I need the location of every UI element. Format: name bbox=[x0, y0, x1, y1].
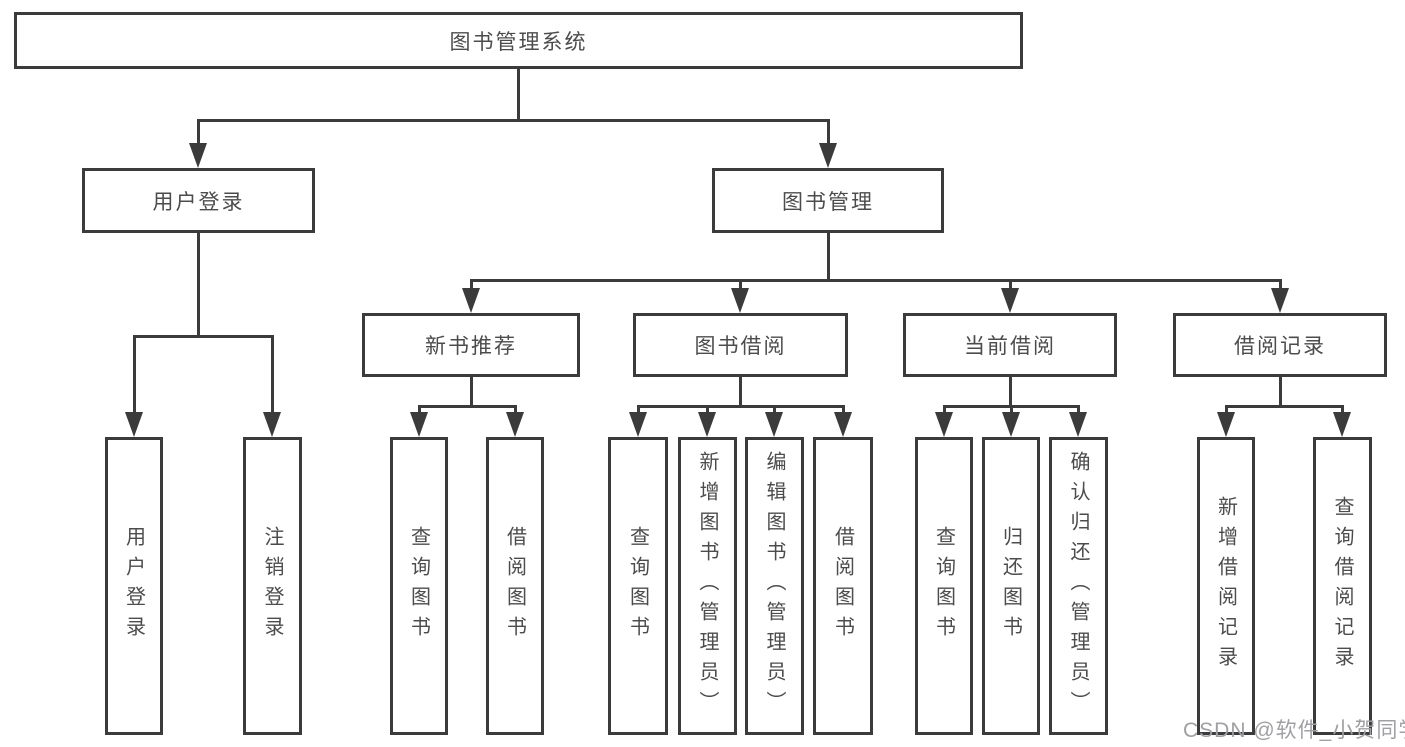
arrowhead-down-icon bbox=[462, 288, 480, 313]
node-borrow-records: 借阅记录 bbox=[1173, 313, 1387, 377]
leaf-label: 查询图书 bbox=[626, 526, 649, 646]
csdn-watermark: CSDN @软件_小贺同学 bbox=[1183, 719, 1405, 742]
arrowhead-down-icon bbox=[1333, 412, 1351, 437]
connector-bookmgmt-drop-2 bbox=[739, 279, 742, 291]
connector-bookmgmt-drop-1 bbox=[470, 279, 473, 291]
arrowhead-down-icon bbox=[1002, 412, 1020, 437]
arrowhead-down-icon bbox=[1271, 288, 1289, 313]
arrowhead-down-icon bbox=[819, 143, 837, 168]
arrowhead-down-icon bbox=[263, 412, 281, 437]
node-label: 借阅记录 bbox=[1234, 335, 1326, 358]
connector-userlogin-drop-2 bbox=[271, 335, 274, 415]
connector-borrow-drop-4 bbox=[842, 405, 845, 415]
arrowhead-down-icon bbox=[698, 412, 716, 437]
node-label: 图书借阅 bbox=[694, 335, 787, 358]
node-label: 新书推荐 bbox=[425, 335, 517, 358]
leaf-label: 确认归还（管理员） bbox=[1067, 451, 1089, 721]
leaf-label: 查询图书 bbox=[407, 526, 430, 646]
connector-root-drop-right bbox=[827, 119, 830, 147]
arrowhead-down-icon bbox=[1069, 412, 1087, 437]
connector-current-drop-3 bbox=[1077, 405, 1080, 415]
connector-recommend-stem bbox=[470, 377, 473, 408]
node-label: 当前借阅 bbox=[964, 335, 1056, 358]
leaf-logout: 注销登录 bbox=[243, 437, 302, 735]
arrowhead-down-icon bbox=[834, 412, 852, 437]
leaf-borrow-add-books-admin: 新增图书（管理员） bbox=[678, 437, 737, 735]
arrowhead-down-icon bbox=[765, 412, 783, 437]
connector-current-drop-1 bbox=[943, 405, 946, 415]
arrowhead-down-icon bbox=[506, 412, 524, 437]
leaf-records-query-record: 查询借阅记录 bbox=[1313, 437, 1372, 735]
leaf-current-return-books: 归还图书 bbox=[982, 437, 1040, 735]
connector-bookmgmt-drop-3 bbox=[1009, 279, 1012, 291]
leaf-recommend-query-books: 查询图书 bbox=[390, 437, 448, 735]
node-current-borrow: 当前借阅 bbox=[903, 313, 1117, 377]
arrowhead-down-icon bbox=[125, 412, 143, 437]
connector-recommend-drop-1 bbox=[418, 405, 421, 415]
connector-borrow-drop-2 bbox=[706, 405, 709, 415]
node-new-book-recommend: 新书推荐 bbox=[362, 313, 580, 377]
leaf-label: 新增图书（管理员） bbox=[696, 451, 718, 721]
leaf-borrow-query-books: 查询图书 bbox=[608, 437, 668, 735]
leaf-label: 用户登录 bbox=[122, 526, 145, 646]
leaf-label: 注销登录 bbox=[261, 526, 283, 646]
connector-borrow-rail bbox=[637, 405, 843, 408]
leaf-user-login: 用户登录 bbox=[105, 437, 163, 735]
leaf-label: 借阅图书 bbox=[831, 526, 854, 646]
connector-records-rail bbox=[1225, 405, 1344, 408]
leaf-borrow-borrow-books: 借阅图书 bbox=[813, 437, 873, 735]
connector-recommend-drop-2 bbox=[514, 405, 517, 415]
connector-borrow-drop-1 bbox=[637, 405, 640, 415]
connector-root-rail bbox=[197, 119, 830, 122]
connector-records-drop-2 bbox=[1341, 405, 1344, 415]
node-library-system: 图书管理系统 bbox=[14, 12, 1023, 69]
node-user-login: 用户登录 bbox=[82, 168, 315, 233]
connector-current-drop-2 bbox=[1010, 405, 1013, 415]
connector-records-drop-1 bbox=[1225, 405, 1228, 415]
leaf-label: 借阅图书 bbox=[503, 526, 526, 646]
connector-records-stem bbox=[1279, 377, 1282, 408]
connector-userlogin-rail bbox=[133, 335, 274, 338]
node-label: 图书管理系统 bbox=[449, 30, 588, 54]
arrowhead-down-icon bbox=[1001, 288, 1019, 313]
leaf-borrow-edit-books-admin: 编辑图书（管理员） bbox=[745, 437, 804, 735]
connector-bookmgmt-rail bbox=[470, 279, 1281, 282]
leaf-label: 归还图书 bbox=[999, 526, 1022, 646]
leaf-recommend-borrow-books: 借阅图书 bbox=[486, 437, 544, 735]
leaf-current-query-books: 查询图书 bbox=[915, 437, 973, 735]
connector-userlogin-stem bbox=[197, 233, 200, 338]
leaf-label: 新增借阅记录 bbox=[1214, 496, 1237, 676]
arrowhead-down-icon bbox=[731, 288, 749, 313]
leaf-label: 编辑图书（管理员） bbox=[763, 451, 785, 721]
leaf-current-confirm-return-admin: 确认归还（管理员） bbox=[1049, 437, 1108, 735]
arrowhead-down-icon bbox=[410, 412, 428, 437]
connector-root-stem bbox=[517, 68, 520, 122]
leaf-label: 查询图书 bbox=[932, 526, 955, 646]
connector-userlogin-drop-1 bbox=[133, 335, 136, 415]
connector-recommend-rail bbox=[418, 405, 517, 408]
node-label: 用户登录 bbox=[152, 190, 245, 214]
connector-borrow-stem bbox=[739, 377, 742, 408]
connector-root-drop-left bbox=[197, 119, 200, 147]
leaf-records-add-record: 新增借阅记录 bbox=[1197, 437, 1255, 735]
node-book-management: 图书管理 bbox=[712, 168, 944, 233]
node-label: 图书管理 bbox=[782, 190, 874, 214]
arrowhead-down-icon bbox=[1217, 412, 1235, 437]
node-book-borrow: 图书借阅 bbox=[633, 313, 848, 377]
leaf-label: 查询借阅记录 bbox=[1331, 496, 1353, 676]
arrowhead-down-icon bbox=[935, 412, 953, 437]
arrowhead-down-icon bbox=[189, 143, 207, 168]
connector-bookmgmt-drop-4 bbox=[1279, 279, 1282, 291]
connector-bookmgmt-stem bbox=[827, 233, 830, 282]
connector-current-stem bbox=[1009, 377, 1012, 408]
arrowhead-down-icon bbox=[629, 412, 647, 437]
connector-borrow-drop-3 bbox=[773, 405, 776, 415]
